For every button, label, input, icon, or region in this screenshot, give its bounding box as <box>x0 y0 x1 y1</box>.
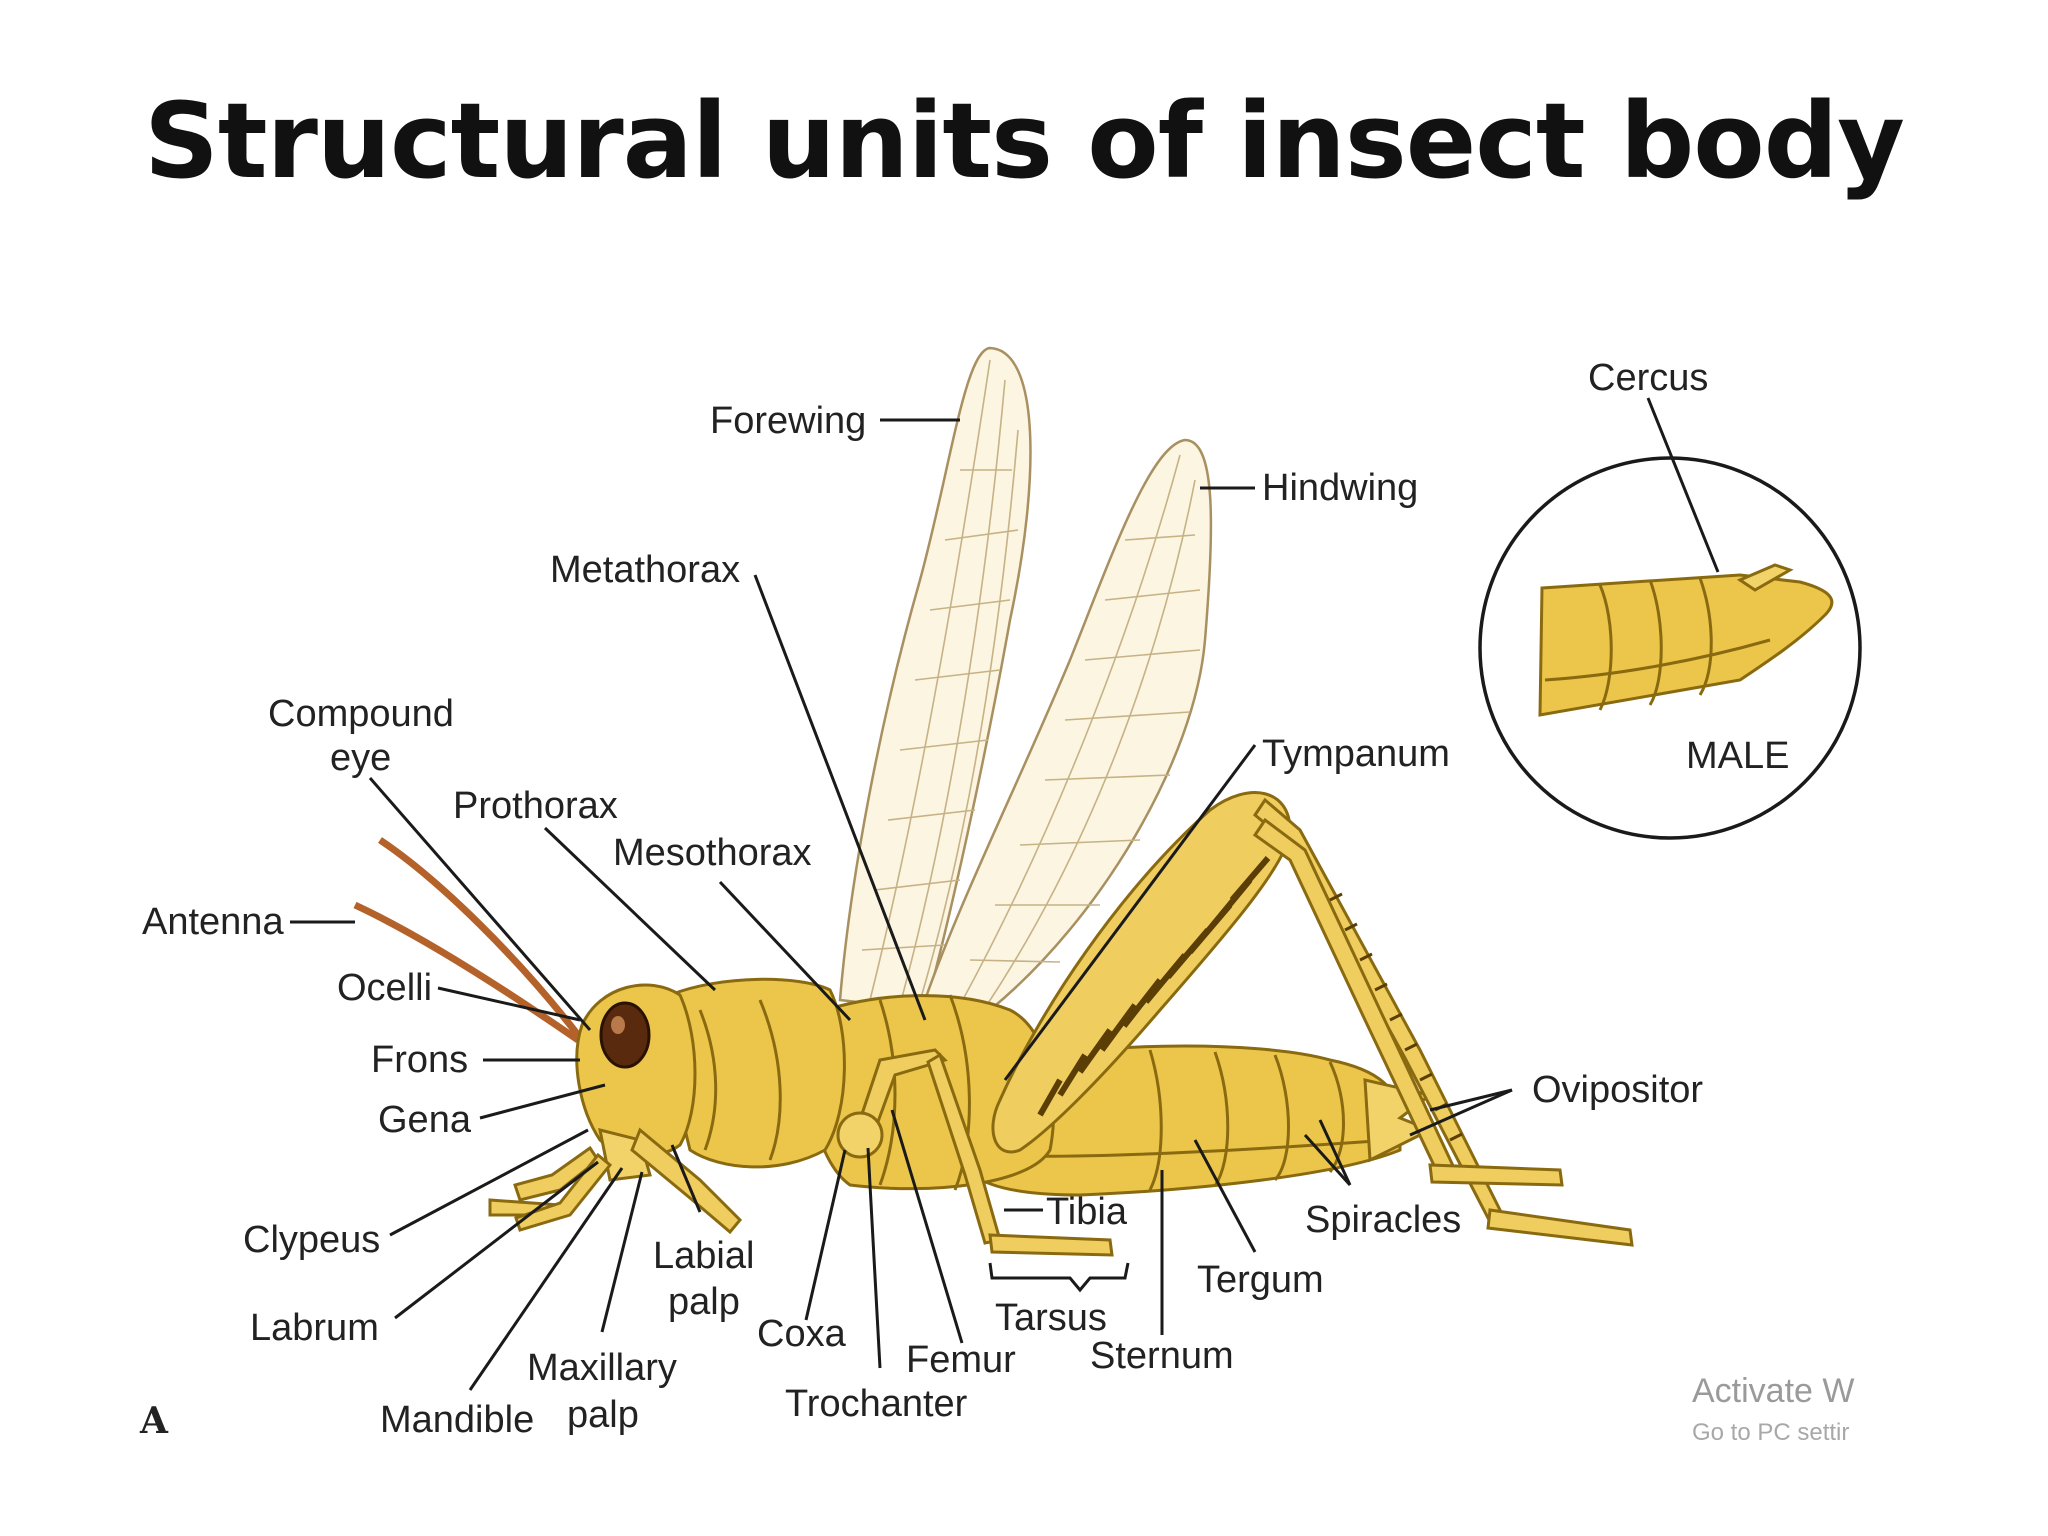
label-maxillary-palp-line2: palp <box>567 1394 639 1436</box>
figure-letter: A <box>139 1400 169 1442</box>
label-ocelli: Ocelli <box>337 967 432 1009</box>
antenna-shapes <box>353 837 581 1043</box>
label-forewing: Forewing <box>710 400 866 442</box>
label-compound-eye-line1: Compound <box>268 693 454 735</box>
label-tergum: Tergum <box>1197 1259 1324 1301</box>
label-prothorax: Prothorax <box>453 785 618 827</box>
label-tympanum: Tympanum <box>1262 733 1450 775</box>
label-labial-palp-line2: palp <box>668 1281 740 1323</box>
label-cercus: Cercus <box>1588 357 1708 399</box>
label-hindwing: Hindwing <box>1262 467 1418 509</box>
label-mesothorax: Mesothorax <box>613 832 812 874</box>
label-sternum: Sternum <box>1090 1335 1234 1377</box>
label-tarsus: Tarsus <box>995 1297 1107 1339</box>
leader-lines <box>290 397 1720 1391</box>
label-male: MALE <box>1686 735 1789 777</box>
label-femur: Femur <box>906 1339 1016 1381</box>
label-labrum: Labrum <box>250 1307 379 1349</box>
label-mandible: Mandible <box>380 1399 534 1441</box>
hindwing <box>923 438 1213 1012</box>
label-tibia: Tibia <box>1046 1191 1128 1233</box>
label-frons: Frons <box>371 1039 468 1081</box>
label-coxa: Coxa <box>757 1313 847 1355</box>
label-antenna: Antenna <box>142 901 284 943</box>
label-labial-palp-line1: Labial <box>653 1235 754 1277</box>
watermark-line1: Activate W <box>1692 1372 1854 1410</box>
watermark-line2: Go to PC settir <box>1692 1419 1849 1446</box>
hind-leg <box>991 791 1634 1247</box>
label-trochanter: Trochanter <box>785 1383 968 1425</box>
label-clypeus: Clypeus <box>243 1219 380 1261</box>
label-compound-eye-line2: eye <box>330 737 391 779</box>
label-gena: Gena <box>378 1099 472 1141</box>
slide-title: Structural units of insect body <box>144 80 1905 202</box>
label-metathorax: Metathorax <box>550 549 740 591</box>
male-inset <box>1478 456 1862 840</box>
label-spiracles: Spiracles <box>1305 1199 1461 1241</box>
label-maxillary-palp-line1: Maxillary <box>527 1347 677 1389</box>
labels: Forewing Hindwing Metathorax Compound ey… <box>139 357 1789 1442</box>
activation-watermark: Activate W Go to PC settir <box>1692 1372 1854 1446</box>
label-ovipositor: Ovipositor <box>1532 1069 1703 1111</box>
head-pronotum <box>575 977 846 1182</box>
